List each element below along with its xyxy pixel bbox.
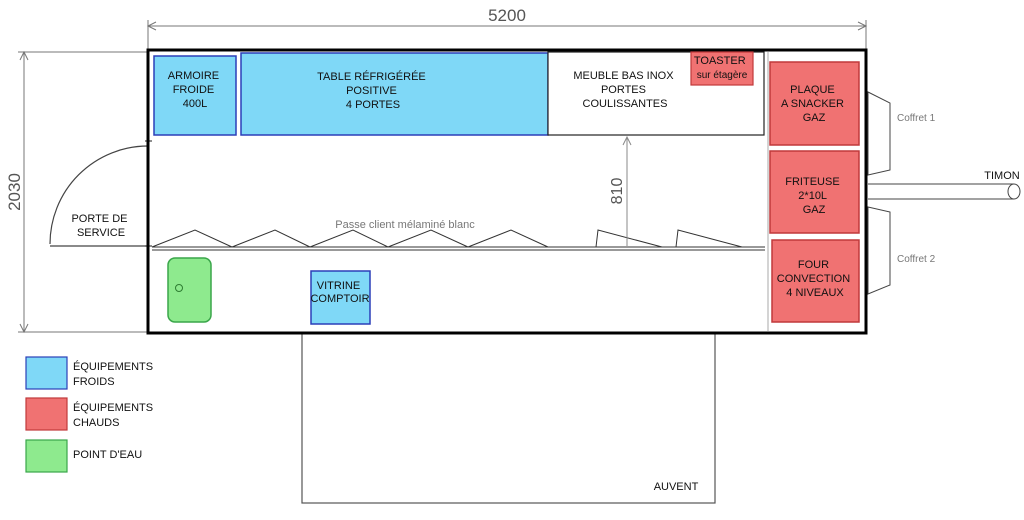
sink-drain [175,284,183,292]
four-convection [771,239,860,323]
width-dimension [146,20,868,50]
coffret-1 [867,91,891,176]
water-point-sink [167,257,212,323]
toaster-label: TOASTER sur étagère [694,51,750,81]
legend-cold-label: ÉQUIPEMENTS FROIDS [73,360,156,388]
legend: ÉQUIPEMENTS FROIDS ÉQUIPEMENTS CHAUDS PO… [25,356,156,473]
table-refrigeree [240,52,549,136]
meuble-bas-inox-label: MEUBLE BAS INOX PORTES COULISSANTES [573,70,676,110]
plaque-a-snacker [769,61,860,146]
depth-dimension [18,50,148,334]
legend-cold-swatch [25,356,68,390]
legend-hot-swatch [25,397,68,431]
aisle-dimension-label: 810 [609,178,626,205]
awning-area [301,332,716,504]
friteuse [769,150,860,234]
friteuse-label: FRITEUSE 2*10L GAZ [785,176,842,216]
table-refrigeree-label: TABLE RÉFRIGÉRÉE POSITIVE 4 PORTES [317,70,429,111]
service-door-label: PORTE DE SERVICE [71,213,130,239]
armoire-froide-label: ARMOIRE FROIDE 400L [168,70,222,110]
toaster [690,51,754,86]
legend-hot-label: ÉQUIPEMENTS CHAUDS [73,401,156,429]
armoire-froide [153,55,237,136]
four-convection-label: FOUR CONVECTION 4 NIVEAUX [777,259,853,299]
legend-water-swatch [25,439,68,473]
awning-label: AUVENT [654,481,699,493]
width-dimension-label: 5200 [488,6,526,25]
client-counter-label: Passe client mélaminé blanc [335,219,475,231]
legend-water-label: POINT D'EAU [73,449,142,461]
plaque-a-snacker-label: PLAQUE A SNACKER GAZ [781,84,847,124]
client-counter [151,229,765,251]
tow-bar [868,183,1021,200]
coffret-1-label: Coffret 1 [897,113,936,124]
coffret-2 [867,206,891,295]
truck-body [146,48,868,335]
coffret-2-label: Coffret 2 [897,254,936,265]
tow-bar-label: TIMON [984,170,1019,182]
vitrine-comptoir-label: VITRINE COMPTOIR [310,280,369,305]
depth-dimension-label: 2030 [5,173,24,211]
aisle-dimension [622,135,632,246]
vitrine-comptoir [310,270,371,325]
